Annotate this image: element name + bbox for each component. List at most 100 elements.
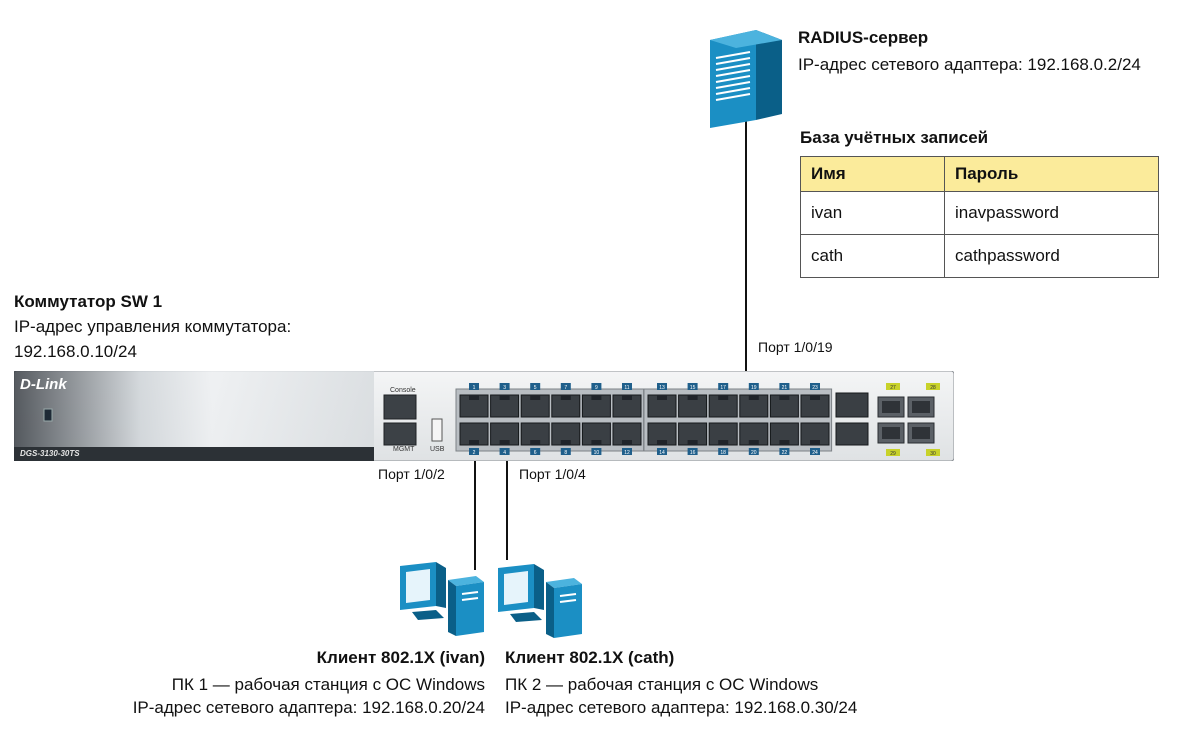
port-number-tag: [560, 448, 571, 455]
client2-ip: IP-адрес сетевого адаптера: 192.168.0.30…: [505, 698, 858, 717]
port-number-tag: [718, 383, 729, 390]
rj45-latch: [687, 440, 698, 445]
port-number-top: 5: [534, 385, 537, 391]
rj45-latch: [530, 395, 541, 400]
port-number-bottom: 22: [782, 450, 788, 456]
table-row: ivan inavpassword: [800, 191, 1159, 235]
rj45-latch: [499, 395, 510, 400]
sfp-number-tag: [926, 449, 940, 456]
sfp-number: 29: [890, 451, 896, 457]
port-number-tag: [810, 448, 820, 455]
port-2-label: Порт 1/0/2: [378, 466, 445, 482]
port-number-tag: [499, 383, 510, 390]
port-number-tag: [810, 383, 820, 390]
switch-model: DGS-3130-30TS: [20, 449, 80, 458]
radius-ip: IP-адрес сетевого адаптера: 192.168.0.2/…: [798, 55, 1141, 74]
port-number-top: 11: [624, 385, 629, 391]
port-number-tag: [657, 448, 667, 455]
port-number-tag: [469, 383, 479, 390]
port-number-bottom: 10: [594, 450, 600, 456]
rj45-latch: [810, 440, 820, 445]
port-number-bottom: 8: [564, 450, 567, 456]
pc2-icon: [498, 564, 582, 638]
port-number-tag: [779, 383, 790, 390]
sfp-number-tag: [886, 383, 900, 390]
accounts-header-row: Имя Пароль: [800, 156, 1159, 192]
sfp-slot: [882, 401, 900, 413]
port-number-tag: [591, 448, 602, 455]
port-number-tag: [718, 448, 729, 455]
port-number-top: 19: [751, 385, 757, 391]
switch-ip-line2: 192.168.0.10/24: [14, 342, 137, 361]
table-row: cath cathpassword: [800, 234, 1159, 278]
rj45-latch: [657, 440, 667, 445]
port-number-tag: [687, 383, 698, 390]
sfp-number-tag: [926, 383, 940, 390]
accounts-title: База учётных записей: [800, 128, 989, 147]
rj45-latch: [591, 395, 602, 400]
sfp-slot: [912, 427, 930, 439]
sfp-slot: [912, 401, 930, 413]
client1-title: Клиент 802.1X (ivan): [316, 648, 485, 667]
rj45-latch: [622, 440, 632, 445]
switch-device: 1234567891011121314151617181920212223242…: [14, 371, 954, 461]
usb-label: USB: [430, 446, 445, 453]
port-number-tag: [779, 448, 790, 455]
rj45-latch: [687, 395, 698, 400]
account-name: cath: [800, 234, 945, 278]
server-icon: [710, 30, 782, 128]
port-number-tag: [748, 383, 759, 390]
rj45-latch: [530, 440, 541, 445]
accounts-header-name: Имя: [800, 156, 945, 192]
port-number-tag: [687, 448, 698, 455]
switch-title: Коммутатор SW 1: [14, 292, 163, 311]
rj45-latch: [718, 395, 729, 400]
rj45-latch: [622, 395, 632, 400]
account-password: cathpassword: [944, 234, 1159, 278]
port-number-tag: [622, 448, 632, 455]
port-number-top: 23: [812, 385, 818, 391]
console-port: [383, 394, 417, 420]
radius-title: RADIUS-сервер: [798, 28, 929, 47]
port-number-top: 1: [473, 385, 476, 391]
switch-brand: D-Link: [20, 376, 67, 393]
port-4-label: Порт 1/0/4: [519, 466, 586, 482]
port-number-top: 13: [659, 385, 665, 391]
rj45-latch: [591, 440, 602, 445]
rj45-latch: [748, 440, 759, 445]
port-number-tag: [530, 448, 541, 455]
rj45-latch: [718, 440, 729, 445]
port-19-label: Порт 1/0/19: [758, 339, 833, 355]
rj45-latch: [560, 440, 571, 445]
sfp-slot: [882, 427, 900, 439]
client2-desc: ПК 2 — рабочая станция с ОС Windows: [505, 675, 819, 694]
port-number-tag: [748, 448, 759, 455]
rj45-latch: [560, 395, 571, 400]
port-number-bottom: 2: [473, 450, 476, 456]
port-number-tag: [469, 448, 479, 455]
rj45-latch: [748, 395, 759, 400]
client1-desc: ПК 1 — рабочая станция с ОС Windows: [171, 675, 485, 694]
port-number-bottom: 20: [751, 450, 757, 456]
port-number-tag: [530, 383, 541, 390]
account-name: ivan: [800, 191, 945, 235]
port-number-bottom: 16: [690, 450, 696, 456]
accounts-header-password: Пароль: [944, 156, 1159, 192]
sfp-number: 30: [930, 451, 936, 457]
rj45-latch: [779, 395, 790, 400]
rj45-latch: [469, 440, 479, 445]
switch-ip-line1: IP-адрес управления коммутатора:: [14, 317, 292, 336]
console-label: Console: [390, 387, 416, 394]
port-number-tag: [560, 383, 571, 390]
client1-ip: IP-адрес сетевого адаптера: 192.168.0.20…: [132, 698, 485, 717]
account-password: inavpassword: [944, 191, 1159, 235]
sfp-number: 28: [930, 385, 936, 391]
sfp-number-tag: [886, 449, 900, 456]
port-number-tag: [591, 383, 602, 390]
usb-port: [431, 418, 443, 442]
port-number-bottom: 24: [812, 450, 818, 456]
rj45-latch: [779, 440, 790, 445]
port-number-top: 7: [564, 385, 567, 391]
port-number-tag: [622, 383, 632, 390]
port-number-tag: [657, 383, 667, 390]
